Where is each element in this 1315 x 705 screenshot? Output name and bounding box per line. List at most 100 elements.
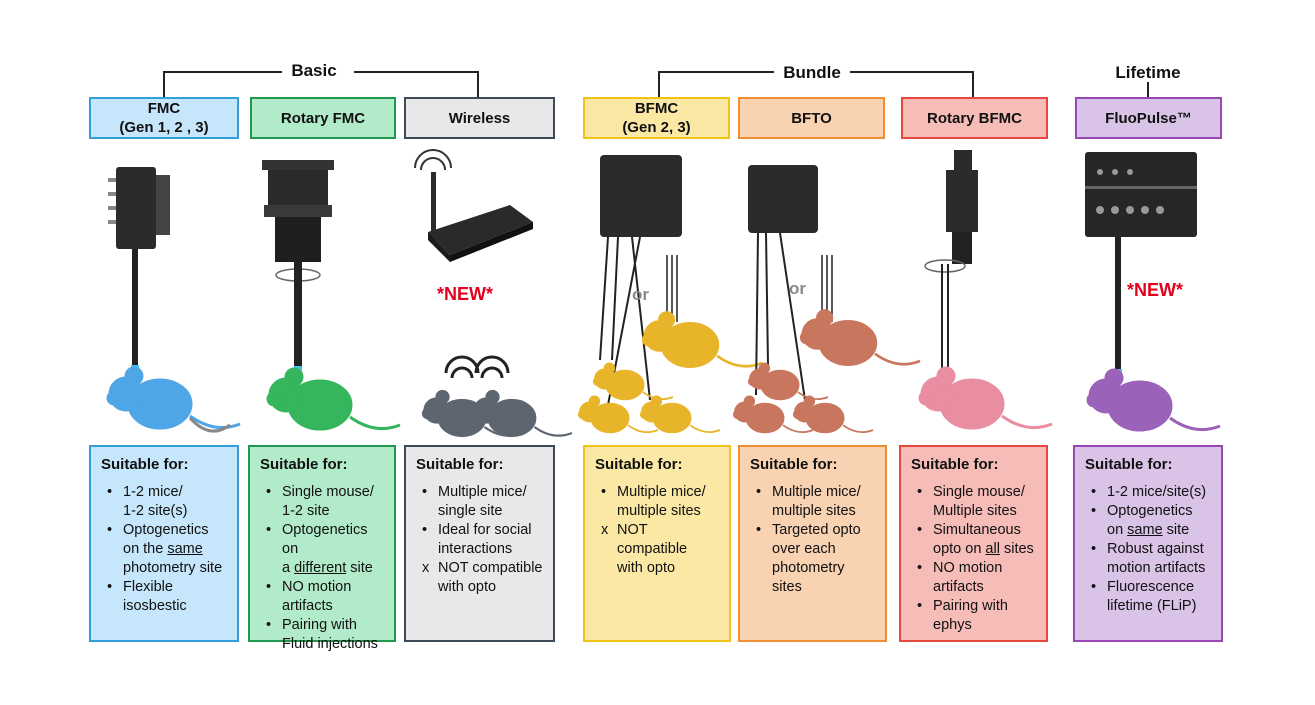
list-item: • Multiple mice/ multiple sites xyxy=(756,483,877,521)
list-item: •Optogenetics on the same photometry sit… xyxy=(107,521,229,578)
group-title-bundle: Bundle xyxy=(783,63,841,82)
list-item: • Pairing with ephys xyxy=(917,597,1038,635)
list-item: x NOT compatible with opto xyxy=(422,559,545,597)
or-label-bfmc: or xyxy=(632,285,649,304)
lifetime-stem xyxy=(1147,82,1149,98)
bullet-marker: • xyxy=(422,522,428,538)
card-title: Suitable for: xyxy=(911,456,999,473)
item-text: Ideal for social interactions xyxy=(438,522,532,557)
rotary-bfmc-device-image xyxy=(924,150,978,372)
bullet-marker: • xyxy=(917,484,923,500)
underlined-word: same xyxy=(167,541,203,557)
underlined-word: same xyxy=(1127,522,1163,538)
card-rotary-bfmc: Suitable for: • Single mouse/ Multiple sit… xyxy=(899,445,1048,642)
item-text: NO motion artifacts xyxy=(933,560,1003,595)
bullet-marker: • xyxy=(1091,541,1097,557)
bullet-marker: • xyxy=(1091,484,1097,500)
item-text: Simultaneous opto on all sites xyxy=(933,522,1034,557)
or-label-bfto: or xyxy=(789,279,806,298)
header-rotary-fmc: Rotary FMC xyxy=(250,97,396,139)
card-title: Suitable for: xyxy=(750,456,838,473)
card-title: Suitable for: xyxy=(1085,456,1173,473)
bullet-marker: • xyxy=(422,484,428,500)
card-title: Suitable for: xyxy=(416,456,504,473)
cross-marker: x xyxy=(422,560,430,576)
list-item: • Robust against motion artifacts xyxy=(1091,540,1213,578)
bullet-marker: • xyxy=(1091,503,1097,519)
card-list: •1-2 mice/site(s)•Optogenetics on same s… xyxy=(1085,483,1213,616)
list-item: •1-2 mice/site(s) xyxy=(1091,483,1213,502)
list-item: • Single mouse/ Multiple sites xyxy=(917,483,1038,521)
bfmc-device-image xyxy=(599,155,682,406)
fluopulse-device-image xyxy=(1085,152,1197,377)
card-fluopulse: Suitable for:•1-2 mice/site(s)•Optogenet… xyxy=(1073,445,1223,642)
item-text: Pairing with Fluid injections xyxy=(282,617,378,652)
item-text: Robust against motion artifacts xyxy=(1107,541,1206,576)
card-list: • 1-2 mice/ 1-2 site(s)•Optogenetics on t… xyxy=(101,483,229,616)
bullet-marker: • xyxy=(266,617,272,633)
item-text: Multiple mice/ multiple sites xyxy=(772,484,861,519)
rotary-fmc-device-image xyxy=(262,160,334,374)
list-item: • 1-2 mice/ 1-2 site(s) xyxy=(107,483,229,521)
group-title-lifetime: Lifetime xyxy=(1115,63,1181,82)
bullet-marker: • xyxy=(107,579,113,595)
card-title: Suitable for: xyxy=(101,456,189,473)
item-text: Fluorescence lifetime (FLiP) xyxy=(1107,579,1197,614)
bullet-marker: • xyxy=(917,560,923,576)
card-title: Suitable for: xyxy=(260,456,348,473)
list-item: •Fluorescence lifetime (FLiP) xyxy=(1091,578,1213,616)
item-text: Multiple mice/ single site xyxy=(438,484,527,519)
card-fmc: Suitable for: • 1-2 mice/ 1-2 site(s)•Opto… xyxy=(89,445,239,642)
bullet-marker: • xyxy=(266,484,272,500)
bullet-marker: • xyxy=(266,579,272,595)
new-badge-fluopulse: *NEW* xyxy=(1127,280,1184,300)
card-bfmc: Suitable for:•Multiple mice/ multiple si… xyxy=(583,445,731,642)
item-text: Flexible isosbestic xyxy=(123,579,187,614)
wireless-device-image xyxy=(414,149,533,262)
item-text: Single mouse/ 1-2 site xyxy=(282,484,374,519)
item-text: Pairing with ephys xyxy=(933,598,1008,633)
fmc-device-image xyxy=(108,167,170,373)
bfto-mice-image xyxy=(732,308,922,434)
item-text: NOT compatible with opto xyxy=(438,560,543,595)
list-item: • Ideal for social interactions xyxy=(422,521,545,559)
list-item: x NOT compatible with opto xyxy=(601,521,721,578)
card-title: Suitable for: xyxy=(595,456,683,473)
list-item: • Optogenetics on same site xyxy=(1091,502,1213,540)
header-fluopulse: FluoPulse™ xyxy=(1075,97,1222,139)
card-list: •Single mouse/ Multiple sites•Simultaneo… xyxy=(911,483,1038,635)
header-bfto: BFTO xyxy=(738,97,885,139)
fmc-mouse-image xyxy=(105,365,242,431)
bullet-marker: • xyxy=(917,598,923,614)
item-text: Targeted opto over each photometry sites xyxy=(772,522,861,595)
list-item: •Simultaneous opto on all sites xyxy=(917,521,1038,559)
wireless-mice-image xyxy=(421,355,574,438)
bullet-marker: • xyxy=(756,484,762,500)
item-text: Multiple mice/ multiple sites xyxy=(617,484,706,519)
list-item: • NO motion artifacts xyxy=(917,559,1038,597)
item-text: Optogenetics on same site xyxy=(1107,503,1193,538)
header-rotary-bfmc: Rotary BFMC xyxy=(901,97,1048,139)
item-text: Single mouse/ Multiple sites xyxy=(933,484,1025,519)
card-bfto: Suitable for: • Multiple mice/ multiple si… xyxy=(738,445,887,642)
bullet-marker: • xyxy=(756,522,762,538)
list-item: • Pairing with Fluid injections xyxy=(266,616,386,654)
header-wireless: Wireless xyxy=(404,97,555,139)
rotary-bfmc-mouse-image xyxy=(917,365,1054,431)
cross-marker: x xyxy=(601,522,609,538)
card-rotary-fmc: Suitable for:•Single mouse/ 1-2 site•Opt… xyxy=(248,445,396,652)
item-text: 1-2 mice/ 1-2 site(s) xyxy=(123,484,188,519)
new-badge-wireless: *NEW* xyxy=(437,284,494,304)
card-list: •Single mouse/ 1-2 site•Optogenetics on … xyxy=(260,483,386,654)
header-bfmc: BFMC (Gen 2, 3) xyxy=(583,97,730,139)
underlined-word: all xyxy=(985,541,1000,557)
group-title-basic: Basic xyxy=(291,61,337,80)
list-item: • Targeted opto over each photometry site… xyxy=(756,521,877,597)
bfto-device-image xyxy=(748,165,833,401)
bullet-marker: • xyxy=(266,522,272,538)
bullet-marker: • xyxy=(107,484,113,500)
card-list: • Multiple mice/ single site • Ideal for so… xyxy=(416,483,545,597)
item-text: NOT compatible with opto xyxy=(617,522,688,576)
